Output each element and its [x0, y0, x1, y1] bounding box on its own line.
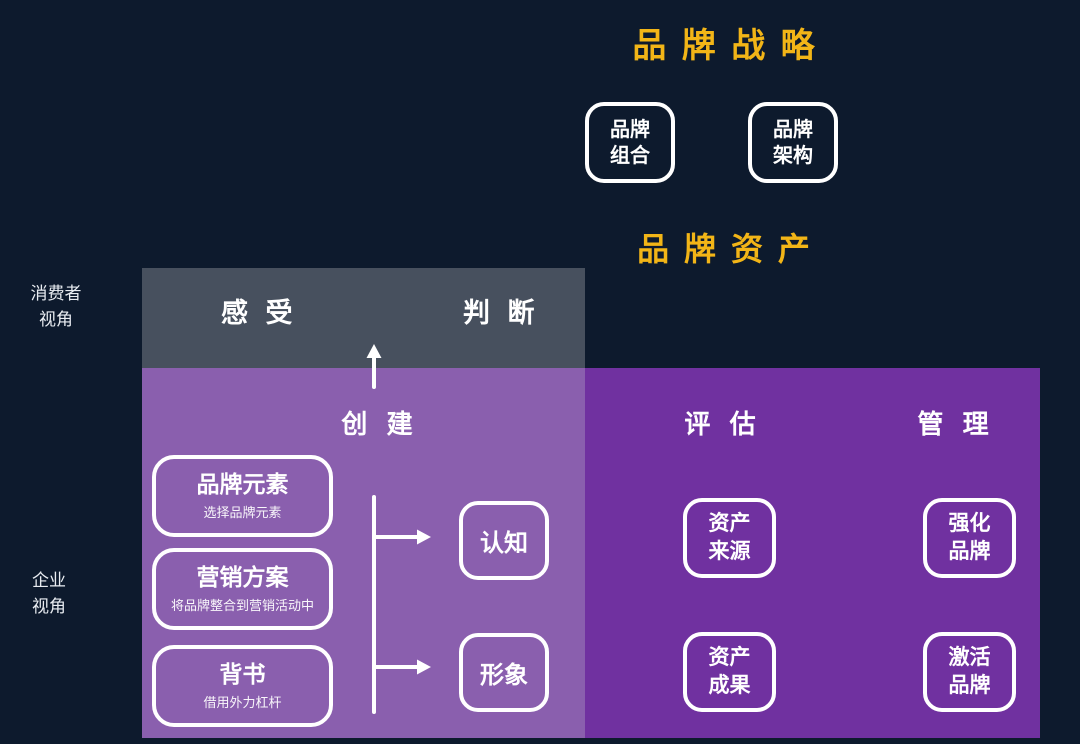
endorsement-title: 背书	[219, 661, 266, 688]
image-box: 形象	[459, 633, 549, 712]
endorsement-box: 背书 借用外力杠杆	[152, 645, 333, 727]
judgment-label: 判 断	[463, 298, 540, 328]
endorsement-subtitle: 借用外力杠杆	[203, 694, 282, 710]
brand-equity-title: 品 牌 资 产	[637, 231, 813, 267]
consumer-perspective-label: 消费者 视角	[30, 284, 82, 329]
brand-strategy-title: 品 牌 战 略	[632, 27, 818, 65]
marketing-program-box: 营销方案 将品牌整合到营销活动中	[152, 548, 333, 630]
consumer-layer-bar: 感 受 判 断	[142, 268, 585, 368]
brand-architecture-box: 品牌 架构	[748, 102, 838, 183]
equity-sources-box: 资产 来源	[683, 498, 776, 578]
brand-elements-title: 品牌元素	[196, 471, 289, 498]
brand-portfolio-label: 品牌 组合	[610, 118, 650, 167]
create-header: 创 建	[341, 409, 419, 439]
activate-brand-box: 激活 品牌	[923, 632, 1016, 712]
marketing-program-subtitle: 将品牌整合到营销活动中	[170, 597, 314, 613]
brand-portfolio-box: 品牌 组合	[585, 102, 675, 183]
manage-header: 管 理	[917, 409, 995, 439]
image-label: 形象	[480, 662, 528, 689]
evaluate-header: 评 估	[684, 409, 762, 439]
marketing-program-title: 营销方案	[196, 564, 289, 591]
equity-outcomes-box: 资产 成果	[683, 632, 776, 712]
equity-outcomes-label: 资产 成果	[708, 645, 751, 697]
brand-elements-subtitle: 选择品牌元素	[203, 504, 282, 520]
strengthen-brand-box: 强化 品牌	[923, 498, 1016, 578]
create-panel	[142, 368, 585, 738]
brand-architecture-label: 品牌 架构	[773, 118, 813, 167]
awareness-box: 认知	[459, 501, 549, 580]
awareness-label: 认知	[480, 530, 528, 557]
strengthen-brand-label: 强化 品牌	[948, 511, 991, 563]
brand-elements-box: 品牌元素 选择品牌元素	[152, 455, 333, 537]
evaluate-manage-panel	[585, 368, 1040, 738]
feel-label: 感 受	[221, 298, 298, 328]
activate-brand-label: 激活 品牌	[948, 645, 991, 697]
equity-sources-label: 资产 来源	[708, 511, 751, 563]
enterprise-perspective-label: 企业 视角	[32, 571, 66, 616]
